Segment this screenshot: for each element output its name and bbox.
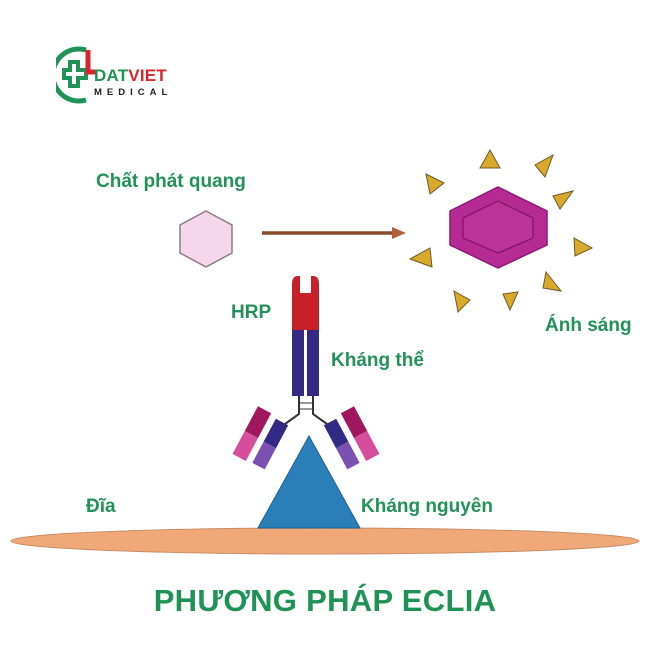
antibody-left-arm — [232, 406, 289, 470]
label-plate: Đĩa — [86, 496, 116, 517]
logo-subtitle: MEDICAL — [94, 87, 173, 98]
antigen-triangle — [257, 434, 361, 529]
antibody-hinge — [284, 396, 328, 425]
datviet-medical-logo: DATVIET MEDICAL — [50, 44, 186, 106]
logo-brand-dat: DAT — [94, 66, 129, 85]
luminophore-hexagon — [179, 210, 233, 268]
excited-luminophore-hexagon — [449, 186, 548, 269]
page-title: PHƯƠNG PHÁP ECLIA — [153, 583, 497, 618]
logo-brand-name: DATVIET — [94, 66, 167, 86]
label-light: Ánh sáng — [545, 315, 632, 336]
light-rays-icon — [408, 148, 594, 314]
label-antibody: Kháng thể — [331, 350, 424, 371]
label-antigen: Kháng nguyên — [361, 496, 493, 517]
label-hrp: HRP — [231, 302, 272, 323]
hrp-enzyme — [292, 276, 319, 330]
plate-disc — [10, 527, 640, 555]
label-luminophore: Chất phát quang — [96, 171, 246, 192]
antibody-right-arm — [323, 406, 380, 470]
reaction-arrow-icon — [262, 227, 406, 239]
antibody-stem — [292, 328, 319, 396]
logo-brand-viet: VIET — [128, 66, 167, 85]
